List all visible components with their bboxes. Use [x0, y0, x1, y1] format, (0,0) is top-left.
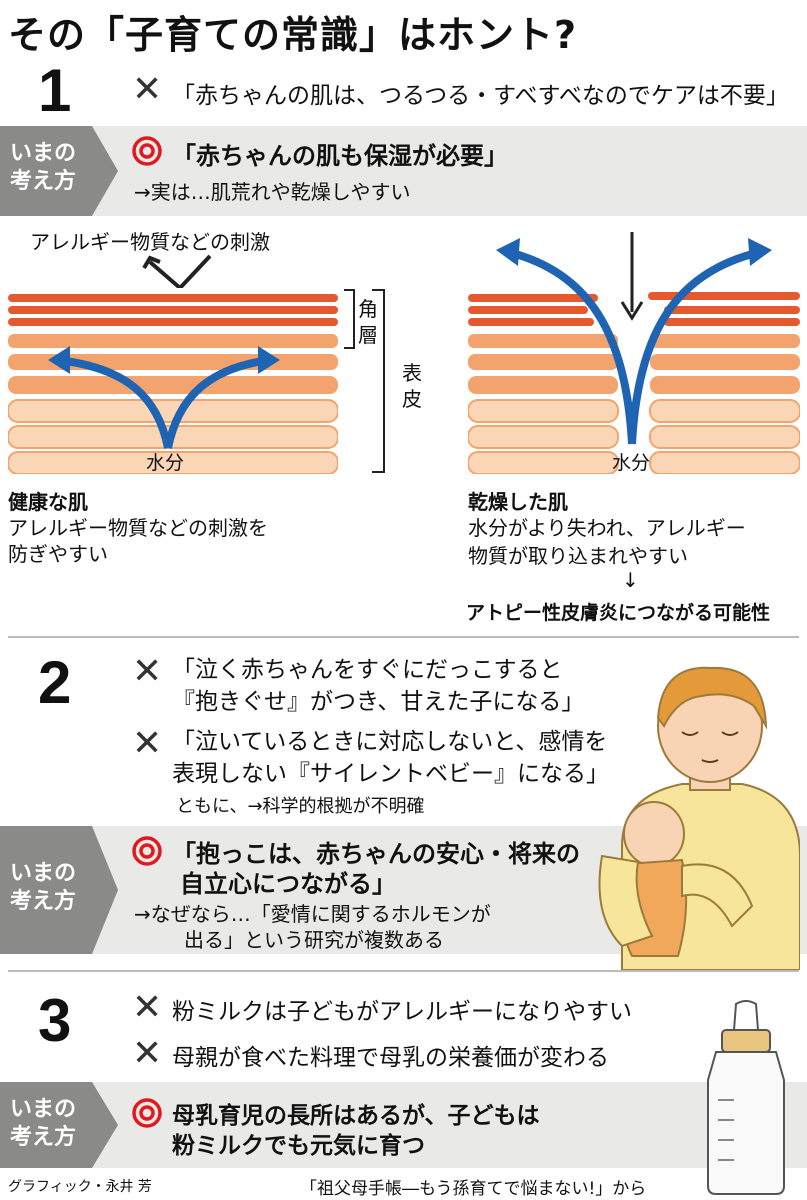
layer-epidermis-label: 表皮: [402, 361, 422, 411]
water-label-dry: 水分: [612, 452, 651, 474]
double-circle-icon: [132, 136, 162, 170]
tag-line-1: いまの: [10, 141, 77, 166]
healthy-skin-illustration: [8, 288, 338, 474]
tag-line-2: 考え方: [10, 1125, 77, 1150]
myth-3a: 粉ミルクは子どもがアレルギーになりやすい: [172, 999, 632, 1025]
deflect-arrow-icon: [142, 254, 212, 291]
dry-skin-result: アトピー性皮膚炎につながる可能性: [466, 602, 771, 624]
down-arrow-icon: ↓: [622, 568, 639, 592]
dry-skin-desc-2: 物質が取り込まれやすい: [468, 544, 688, 568]
section-number-3: 3: [38, 987, 72, 1054]
dry-skin-title: 乾燥した肌: [468, 490, 568, 514]
layer-horny-label: 角層: [358, 297, 378, 347]
myth-2b-line2: 表現しない『サイレントベビー』になる」: [172, 761, 609, 787]
truth-2-line1: 「抱っこは、赤ちゃんの安心・将来の: [172, 840, 580, 868]
truth-2-line2: 自立心につながる」: [180, 870, 396, 898]
reason-1: →実は…肌荒れや乾燥しやすい: [134, 180, 411, 204]
page-title: その「子育ての常識」はホント?: [8, 13, 578, 57]
myth-2a-line1: 「泣く赤ちゃんをすぐにだっこすると: [172, 657, 563, 683]
water-label-healthy: 水分: [146, 452, 185, 474]
cross-icon: ✕: [132, 723, 163, 764]
current-view-tag: いまの 考え方: [0, 126, 118, 216]
myth-2a-line2: 『抱きぐせ』がつき、甘えた子になる」: [172, 689, 585, 715]
truth-3-line1: 母乳育児の長所はあるが、子どもは: [172, 1103, 540, 1129]
healthy-skin-title: 健康な肌: [8, 490, 88, 514]
current-view-tag: いまの 考え方: [0, 1082, 118, 1168]
cross-icon: ✕: [132, 69, 163, 110]
healthy-skin-desc-2: 防ぎやすい: [8, 542, 108, 566]
dry-skin-desc-1: 水分がより失われ、アレルギー: [468, 516, 746, 540]
healthy-skin-desc-1: アレルギー物質などの刺激を: [8, 516, 268, 540]
section-number-1: 1: [38, 57, 72, 124]
tag-line-1: いまの: [10, 1097, 77, 1122]
double-circle-icon: [132, 1098, 162, 1132]
tag-line-2: 考え方: [10, 889, 77, 914]
reason-2-line1: →なぜなら…「愛情に関するホルモンが: [134, 902, 491, 926]
stimulus-label: アレルギー物質などの刺激: [30, 230, 270, 254]
layer-brackets: [344, 289, 385, 473]
tag-line-1: いまの: [10, 861, 77, 886]
section-divider: [8, 636, 799, 638]
credit: グラフィック・永井 芳: [8, 1179, 152, 1195]
truth-3-line2: 粉ミルクでも元気に育つ: [172, 1133, 425, 1159]
current-view-band-1: いまの 考え方 「赤ちゃんの肌も保湿が必要」 →実は…肌荒れや乾燥しやすい: [0, 126, 807, 216]
myth-2b-line1: 「泣いているときに対応しないと、感情を: [172, 729, 608, 755]
cross-icon: ✕: [132, 1033, 163, 1074]
parent-holding-baby-illustration: [598, 666, 800, 970]
double-circle-icon: [132, 836, 162, 870]
source: 「祖父母手帳―もう孫育てで悩まない!」から: [300, 1179, 647, 1199]
myth-3b: 母親が食べた料理で母乳の栄養価が変わる: [172, 1045, 609, 1071]
baby-bottle-illustration: [707, 1000, 785, 1195]
reason-2-line2: 出る」という研究が複数ある: [184, 928, 444, 952]
current-view-tag: いまの 考え方: [0, 826, 118, 954]
current-view-band-3: いまの 考え方 母乳育児の長所はあるが、子どもは 粉ミルクでも元気に育つ: [0, 1082, 807, 1168]
cross-icon: ✕: [132, 651, 163, 692]
dry-skin-illustration: [468, 232, 800, 474]
note-2: ともに、→科学的根拠が不明確: [176, 796, 425, 817]
section-number-2: 2: [38, 649, 72, 716]
truth-1: 「赤ちゃんの肌も保湿が必要」: [172, 142, 508, 170]
tag-line-2: 考え方: [10, 169, 77, 194]
section-divider: [8, 970, 799, 972]
myth-1: 「赤ちゃんの肌は、つるつる・すべすべなのでケアは不要」: [172, 83, 789, 109]
cross-icon: ✕: [132, 987, 163, 1028]
